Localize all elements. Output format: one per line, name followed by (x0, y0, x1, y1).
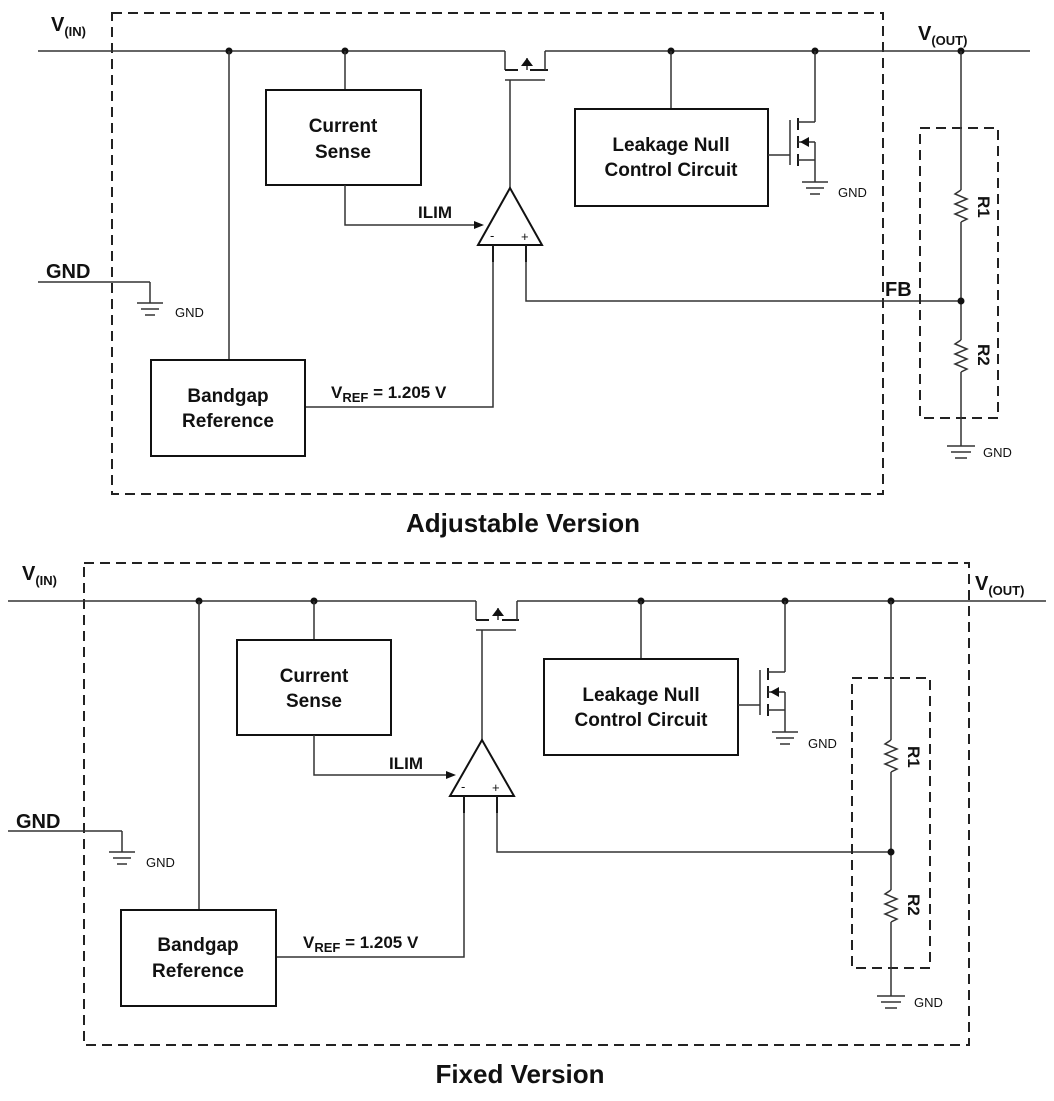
fixed-version-diagram: Current Sense ILIM - + VREF = 1.205 V Ba… (8, 562, 1046, 1089)
leakage-label-line2: Control Circuit (605, 160, 739, 181)
leakage-gnd-label: GND (808, 736, 837, 751)
amp-minus-sign: - (461, 779, 465, 794)
fixed-r2-resistor (883, 889, 899, 923)
current-sense-label-line1: Current (309, 116, 378, 137)
adjustable-version-diagram: Current Sense ILIM - + FB VREF = 1.205 V… (38, 12, 1030, 538)
fixed-current-sense-block (236, 639, 392, 736)
bandgap-label-line2: Reference (152, 961, 244, 982)
leakage-label-line1: Leakage Null (582, 685, 699, 706)
adjustable-vin-label: V(IN) (51, 14, 86, 39)
adjustable-vref-label: VREF = 1.205 V (331, 383, 447, 405)
leakage-gnd-label: GND (838, 185, 867, 200)
adjustable-r2-label: R2 (974, 344, 993, 366)
bandgap-label-line1: Bandgap (187, 386, 268, 407)
fixed-gnd-symbol-label: GND (146, 855, 175, 870)
leakage-label-line1: Leakage Null (612, 135, 729, 156)
fixed-ilim-label: ILIM (389, 754, 423, 773)
amp-plus-sign: + (492, 780, 500, 795)
current-sense-label-line1: Current (280, 666, 349, 687)
current-sense-label-line2: Sense (286, 691, 342, 712)
adjustable-r1-label: R1 (974, 196, 993, 218)
adjustable-gnd-symbol-label: GND (175, 305, 204, 320)
adjustable-pass-transistor (504, 51, 548, 190)
adjustable-gnd-label: GND (46, 261, 90, 283)
adjustable-leakage-null-block (574, 108, 769, 207)
fixed-divider-gnd-label: GND (914, 995, 943, 1010)
fixed-gnd-label: GND (16, 811, 60, 833)
fixed-r2-label: R2 (904, 894, 923, 916)
fixed-r1-label: R1 (904, 746, 923, 768)
adjustable-r1-resistor (953, 189, 969, 223)
adjustable-vout-label: V(OUT) (918, 23, 967, 48)
fixed-bandgap-reference-block (120, 909, 277, 1007)
adjustable-current-sense-block (265, 89, 422, 186)
fixed-vout-label: V(OUT) (975, 573, 1024, 598)
adjustable-external-divider-boundary (919, 127, 999, 419)
bandgap-label-line2: Reference (182, 411, 274, 432)
adjustable-r2-resistor (953, 339, 969, 373)
adjustable-bandgap-reference-block (150, 359, 306, 457)
adjustable-leakage-transistor: GND (768, 51, 867, 200)
adjustable-version-title: Adjustable Version (406, 508, 640, 538)
adjustable-ilim-label: ILIM (418, 203, 452, 222)
fixed-error-amplifier: - + (448, 737, 516, 813)
fixed-device-boundary (83, 562, 970, 1046)
adjustable-fb-label: FB (885, 279, 912, 301)
current-sense-label-line2: Sense (315, 142, 371, 163)
adjustable-divider-gnd-label: GND (983, 445, 1012, 460)
adjustable-device-boundary (111, 12, 884, 495)
fixed-leakage-null-block (543, 658, 739, 756)
fixed-version-title: Fixed Version (435, 1059, 604, 1089)
amp-plus-sign: + (521, 229, 529, 244)
fixed-leakage-transistor: GND (738, 601, 837, 751)
amp-minus-sign: - (490, 228, 494, 243)
fixed-r1-resistor (883, 739, 899, 773)
fixed-pass-transistor (475, 601, 519, 742)
fixed-vin-label: V(IN) (22, 563, 57, 588)
leakage-label-line2: Control Circuit (575, 710, 709, 731)
fixed-vref-label: VREF = 1.205 V (303, 933, 419, 955)
adjustable-error-amplifier: - + (476, 185, 544, 262)
bandgap-label-line1: Bandgap (157, 935, 238, 956)
